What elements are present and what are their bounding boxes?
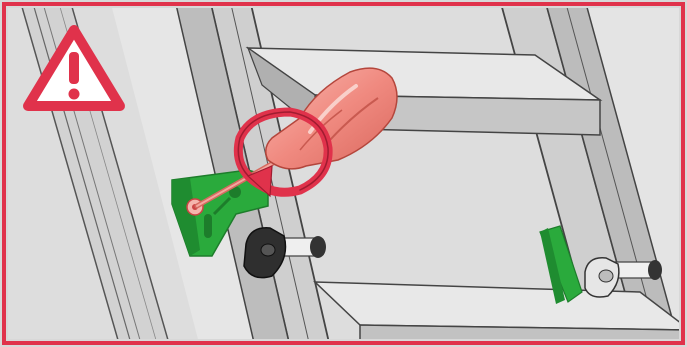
lower-ladder-rung xyxy=(315,282,687,347)
